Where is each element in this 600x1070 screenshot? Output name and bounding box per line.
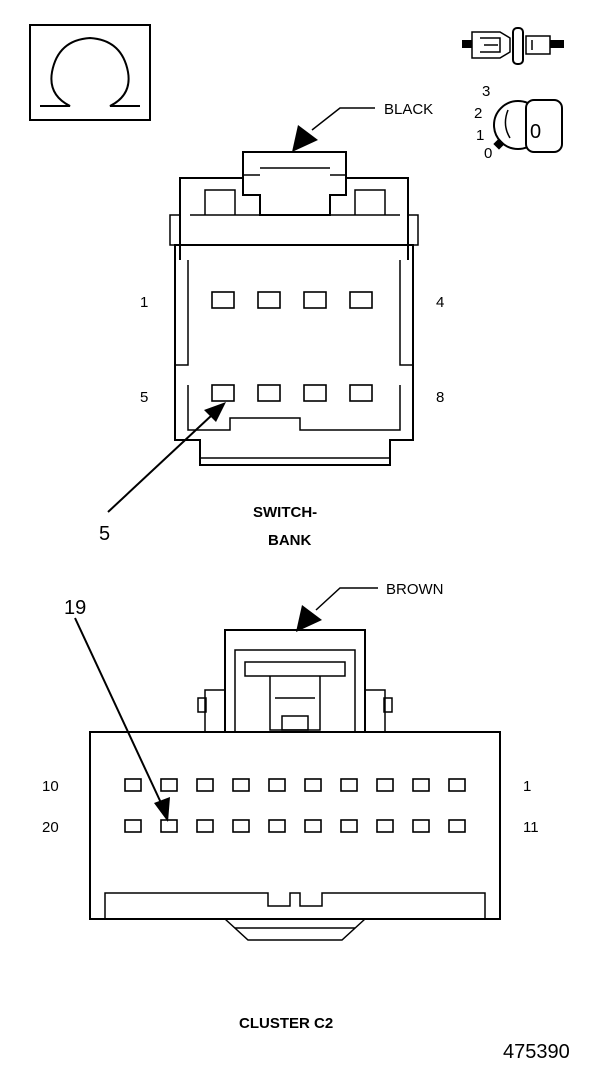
- switch-bank-color-label: BLACK: [384, 101, 433, 118]
- switch-bank-pin: [257, 384, 281, 402]
- cluster-c2-pin-label: 11: [523, 819, 539, 836]
- omega-icon: [40, 36, 140, 107]
- cluster-c2-pin: [268, 819, 286, 833]
- cluster-c2-pin: [304, 778, 322, 792]
- switch-bank-connector: BLACK 1 4 5 8 5: [99, 101, 444, 549]
- switch-bank-name-line2: BANK: [268, 532, 311, 549]
- ign-pos-2: 2: [474, 105, 482, 122]
- ign-pos-0: 0: [484, 145, 492, 162]
- ignition-key-icon: 3 2 1 0 0: [474, 83, 563, 162]
- cluster-c2-pin: [160, 778, 178, 792]
- inline-connector-icon: [462, 27, 564, 65]
- cluster-c2-pin-label: 20: [42, 819, 59, 836]
- ign-pos-1: 1: [476, 127, 484, 144]
- cluster-c2-pin: [268, 778, 286, 792]
- cluster-c2-pin: [304, 819, 322, 833]
- cluster-c2-pin: [376, 819, 394, 833]
- switch-bank-pin: [349, 384, 373, 402]
- cluster-c2-callout: 19: [64, 597, 86, 619]
- figure-id: 475390: [503, 1041, 570, 1063]
- cluster-c2-pin: [232, 778, 250, 792]
- cluster-c2-color-label: BROWN: [386, 581, 444, 598]
- switch-bank-pin-label: 5: [140, 389, 148, 406]
- key-position-text: 0: [530, 121, 541, 143]
- cluster-c2-pin: [124, 778, 142, 792]
- cluster-c2-pin-label: 1: [523, 778, 531, 795]
- cluster-c2-pin-label: 10: [42, 778, 59, 795]
- cluster-c2-pin: [340, 819, 358, 833]
- switch-bank-pin: [349, 291, 373, 309]
- cluster-c2-pin: [448, 819, 466, 833]
- switch-bank-pin: [303, 384, 327, 402]
- switch-bank-pin: [211, 384, 235, 402]
- cluster-c2-connector: BROWN: [42, 581, 539, 1032]
- cluster-c2-pin: [160, 819, 178, 833]
- cluster-c2-pin: [196, 778, 214, 792]
- switch-bank-pin-label: 8: [436, 389, 444, 406]
- cluster-c2-pin: [412, 819, 430, 833]
- switch-bank-pin-label: 1: [140, 294, 148, 311]
- cluster-c2-name: CLUSTER C2: [239, 1015, 333, 1032]
- cluster-c2-pin: [232, 819, 250, 833]
- switch-bank-name-line1: SWITCH-: [253, 504, 317, 521]
- cluster-c2-pin: [340, 778, 358, 792]
- cluster-c2-pin: [196, 819, 214, 833]
- ign-pos-3: 3: [482, 83, 490, 100]
- switch-bank-pin-label: 4: [436, 294, 444, 311]
- cluster-c2-pin: [124, 819, 142, 833]
- cluster-c2-pin: [448, 778, 466, 792]
- switch-bank-pin: [257, 291, 281, 309]
- cluster-c2-pin: [376, 778, 394, 792]
- cluster-c2-pin: [412, 778, 430, 792]
- switch-bank-callout: 5: [99, 523, 110, 545]
- switch-bank-pin: [303, 291, 327, 309]
- legend-box: [29, 24, 151, 121]
- switch-bank-pin: [211, 291, 235, 309]
